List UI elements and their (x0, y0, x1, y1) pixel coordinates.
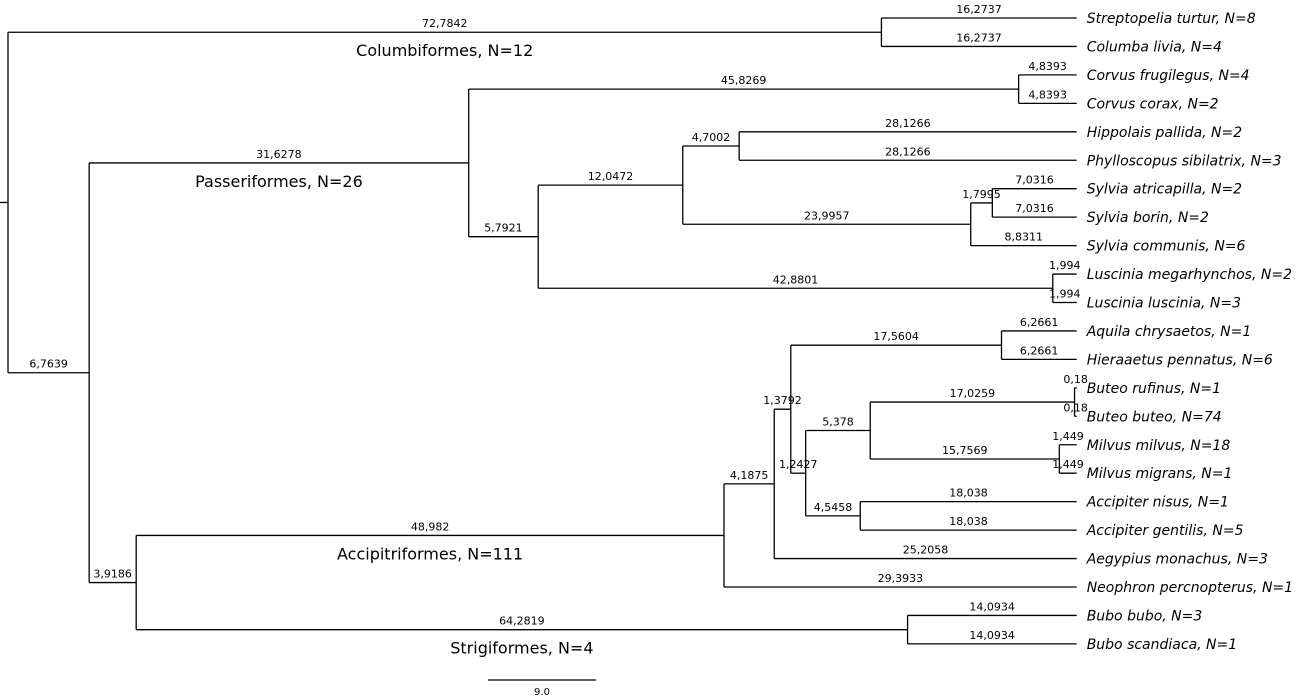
taxon-label: Luscinia luscinia, N=3 (1087, 296, 1241, 312)
taxon-label: Corvus frugilegus, N=4 (1087, 68, 1250, 84)
branch-length-label: 4,1875 (730, 469, 769, 482)
taxon-label: Luscinia megarhynchos, N=2 (1087, 267, 1292, 283)
taxon-label: Accipiter nisus, N=1 (1086, 495, 1229, 511)
branch-length-label: 16,2737 (956, 31, 1002, 44)
branch-length-label: 18,038 (949, 515, 988, 528)
taxon-label: Milvus milvus, N=18 (1087, 438, 1231, 454)
branch-length-label: 31,6278 (256, 148, 302, 161)
taxon-label: Neophron percnopterus, N=1 (1087, 580, 1293, 596)
taxon-label: Streptopelia turtur, N=8 (1087, 11, 1256, 27)
branch-length-label: 23,9957 (804, 209, 850, 222)
taxon-label: Bubo bubo, N=3 (1087, 608, 1203, 624)
branch-length-label: 6,7639 (29, 358, 68, 371)
taxon-label: Aquila chrysaetos, N=1 (1086, 324, 1252, 340)
branch-length-label: 42,8801 (773, 273, 819, 286)
branch-length-label: 12,0472 (588, 170, 634, 183)
order-group-label: Accipitriformes, N=111 (337, 544, 523, 563)
branch-length-label: 16,2737 (956, 3, 1002, 16)
branch-length-label: 18,038 (949, 487, 988, 500)
branch-length-label: 1,3792 (763, 394, 802, 407)
order-group-label: Passeriformes, N=26 (195, 172, 363, 191)
branch-length-label: 14,0934 (969, 629, 1015, 642)
taxon-label: Aegypius monachus, N=3 (1086, 552, 1268, 568)
taxon-label: Hippolais pallida, N=2 (1087, 125, 1243, 141)
branch-length-label: 17,0259 (950, 387, 996, 400)
scale-bar-label: 9.0 (534, 687, 550, 698)
branch-length-label: 72,7842 (422, 17, 468, 30)
branch-length-label: 15,7569 (942, 444, 988, 457)
order-group-label: Strigiformes, N=4 (450, 639, 593, 658)
taxon-label: Sylvia communis, N=6 (1087, 239, 1246, 255)
branch-length-label: 28,1266 (885, 145, 931, 158)
branch-length-label: 7,0316 (1015, 174, 1054, 187)
scale-bar: 9.0 (488, 679, 596, 698)
branch-length-label: 4,5458 (814, 501, 853, 514)
taxon-label: Sylvia atricapilla, N=2 (1087, 182, 1242, 198)
taxon-label: Milvus migrans, N=1 (1087, 466, 1233, 482)
branch-length-label: 3,9186 (93, 568, 132, 581)
branch-length-label: 4,8393 (1028, 60, 1067, 73)
taxon-label: Corvus corax, N=2 (1087, 96, 1219, 112)
branch-length-label: 1,994 (1049, 288, 1081, 301)
branch-length-label: 8,8311 (1004, 231, 1043, 244)
branch-length-label: 1,449 (1052, 458, 1084, 471)
tree-branches (0, 17, 1077, 645)
branch-length-label: 14,0934 (969, 600, 1015, 613)
branch-length-label: 45,8269 (721, 74, 767, 87)
branch-length-label: 25,2058 (903, 544, 949, 557)
branch-length-label: 28,1266 (885, 117, 931, 130)
taxon-label: Bubo scandiaca, N=1 (1087, 637, 1237, 653)
branch-length-label: 1,2427 (779, 458, 818, 471)
taxon-label: Hieraaetus pennatus, N=6 (1087, 352, 1273, 368)
branch-length-label: 7,0316 (1015, 202, 1054, 215)
branch-length-label: 4,7002 (692, 131, 731, 144)
branch-length-label: 48,982 (411, 520, 450, 533)
branch-length-label: 6,2661 (1020, 316, 1059, 329)
branch-length-label: 29,3933 (878, 572, 924, 585)
branch-length-label: 64,2819 (499, 615, 545, 628)
taxon-label: Phylloscopus sibilatrix, N=3 (1087, 153, 1282, 169)
taxon-label: Buteo rufinus, N=1 (1087, 381, 1221, 397)
branch-length-label: 5,378 (822, 416, 854, 429)
branch-length-label: 6,2661 (1020, 344, 1059, 357)
branch-length-label: 1,994 (1049, 259, 1081, 272)
taxon-label: Columba livia, N=4 (1087, 39, 1222, 55)
branch-length-label: 17,5604 (873, 330, 919, 343)
taxon-label: Buteo buteo, N=74 (1087, 409, 1222, 425)
branch-length-label: 0,18 (1063, 401, 1088, 414)
order-group-label: Columbiformes, N=12 (356, 41, 533, 60)
taxon-label: Accipiter gentilis, N=5 (1086, 523, 1244, 539)
branch-length-label: 1,7995 (962, 188, 1001, 201)
branch-length-label: 4,8393 (1028, 88, 1067, 101)
branch-length-label: 5,7921 (484, 222, 523, 235)
branch-length-label: 1,449 (1052, 430, 1084, 443)
taxon-label: Sylvia borin, N=2 (1087, 210, 1209, 226)
branch-length-label: 0,18 (1063, 373, 1088, 386)
